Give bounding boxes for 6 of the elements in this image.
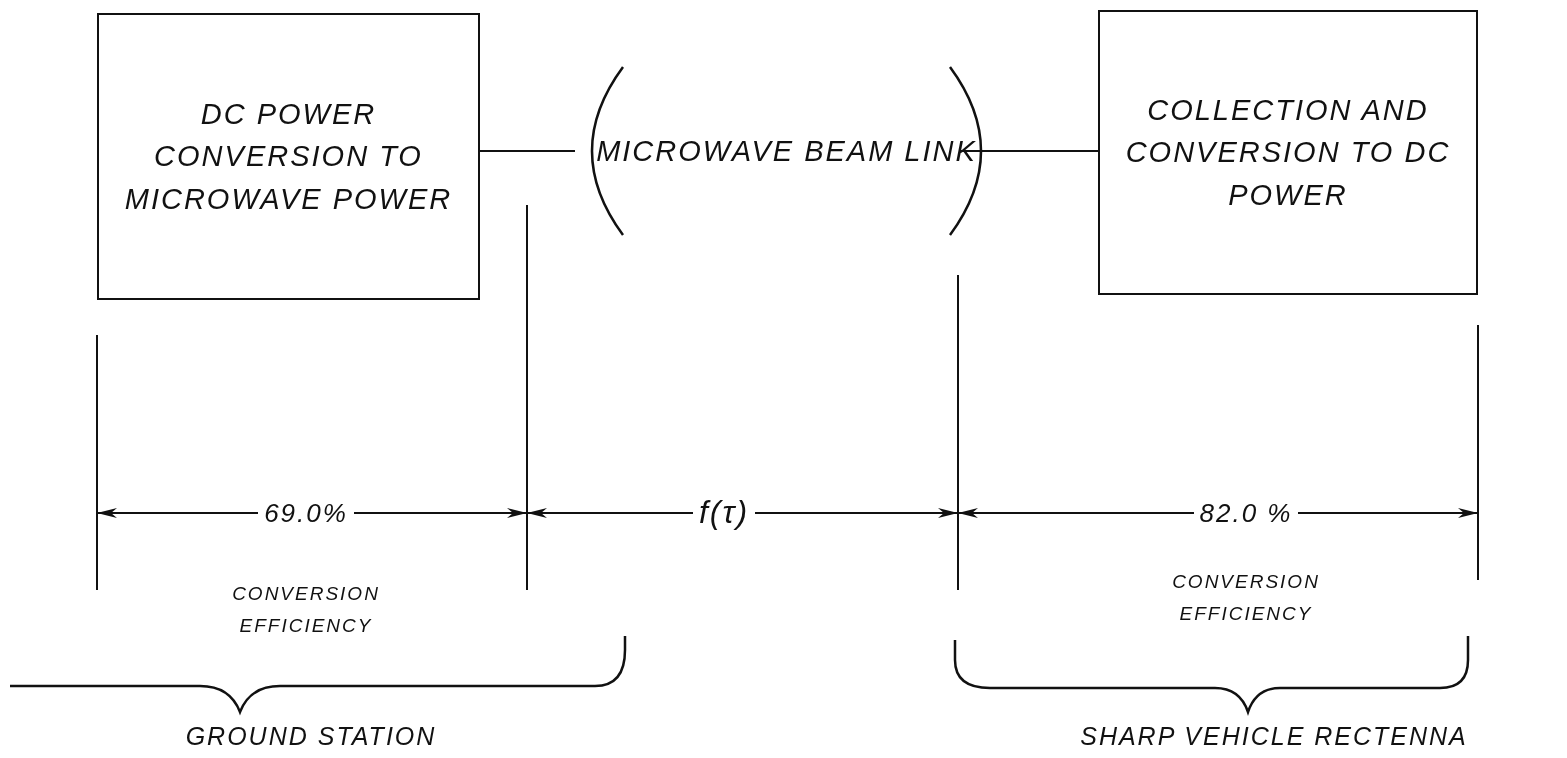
box-label: MICROWAVE BEAM LINK [595,133,978,169]
process-box [1098,10,1478,295]
box-label: DC POWER CONVERSION TO MICROWAVE POWER [123,97,454,217]
process-box [97,13,480,300]
box-label: COLLECTION AND CONVERSION TO DC POWER [1124,93,1452,213]
connector-line [479,150,576,152]
